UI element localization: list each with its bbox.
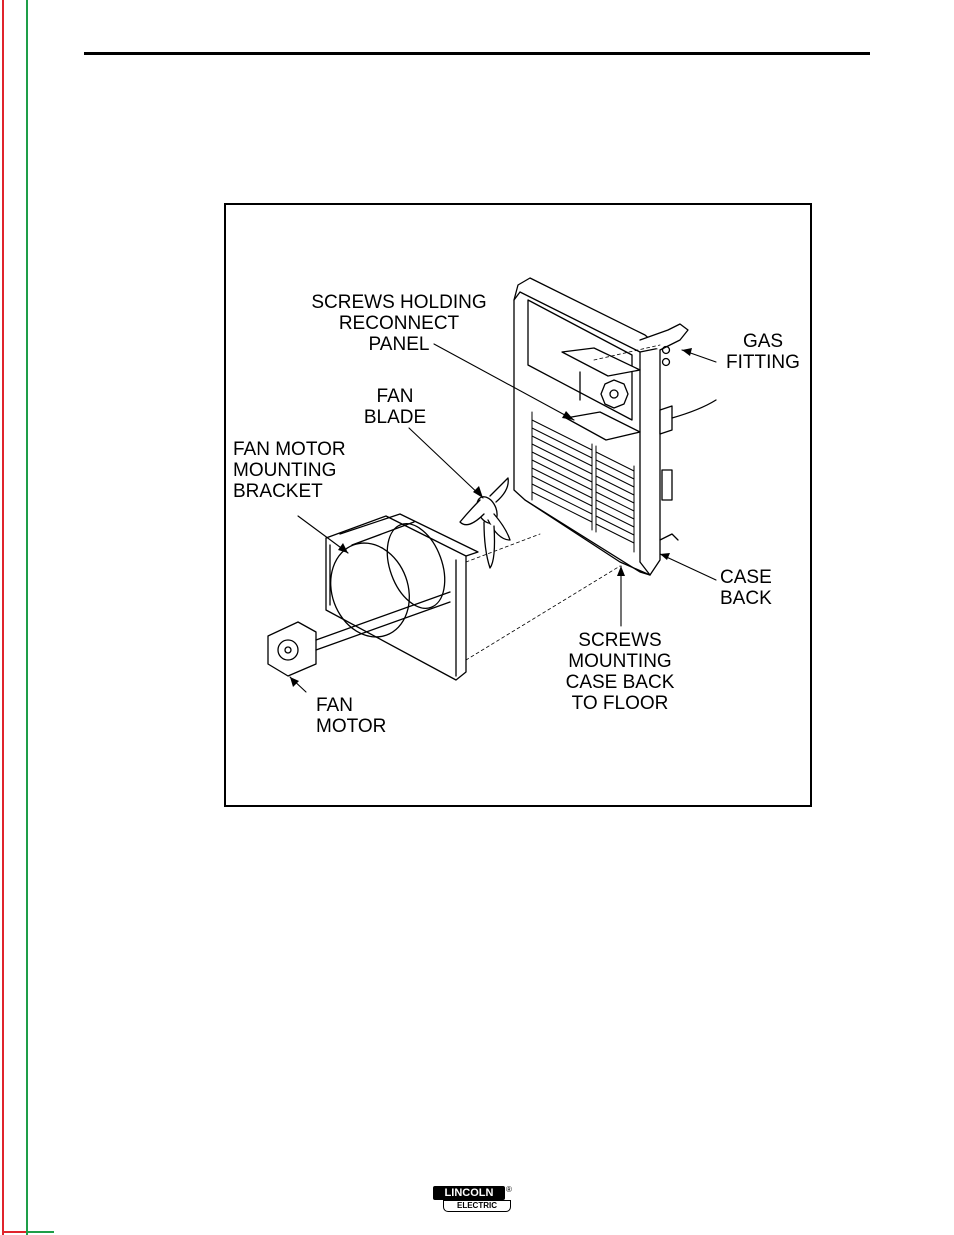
- callout-line: SCREWS HOLDING: [296, 292, 502, 313]
- callout-fan-motor: FAN MOTOR: [316, 695, 406, 737]
- lincoln-electric-logo: LINCOLN ® ELECTRIC: [433, 1186, 513, 1214]
- callout-line: PANEL: [296, 334, 502, 355]
- callout-fan-motor-mounting-bracket: FAN MOTOR MOUNTING BRACKET: [233, 439, 363, 502]
- callout-line: BRACKET: [233, 481, 363, 502]
- callout-case-back: CASE BACK: [720, 567, 800, 609]
- callout-fan-blade: FAN BLADE: [350, 386, 440, 428]
- callout-line: FAN MOTOR: [233, 439, 363, 460]
- callout-line: SCREWS: [552, 630, 688, 651]
- fan-bracket: [318, 514, 478, 680]
- callout-line: BLADE: [350, 407, 440, 428]
- callout-gas-fitting: GAS FITTING: [716, 331, 810, 373]
- logo-bottom-text: ELECTRIC: [443, 1200, 511, 1212]
- logo-top-text: LINCOLN: [433, 1186, 505, 1200]
- callout-line: BACK: [720, 588, 800, 609]
- callout-line: CASE: [720, 567, 800, 588]
- case-back-panel: [514, 278, 660, 575]
- callout-line: GAS: [716, 331, 810, 352]
- callout-screws-mounting-case-back-to-floor: SCREWS MOUNTING CASE BACK TO FLOOR: [552, 630, 688, 714]
- callout-line: MOUNTING: [552, 651, 688, 672]
- callout-screws-holding-reconnect-panel: SCREWS HOLDING RECONNECT PANEL: [296, 292, 502, 355]
- callout-line: FAN: [316, 695, 406, 716]
- callout-line: FITTING: [716, 352, 810, 373]
- callout-line: FAN: [350, 386, 440, 407]
- callout-line: CASE BACK: [552, 672, 688, 693]
- callout-line: RECONNECT: [296, 313, 502, 334]
- logo-registered-mark: ®: [506, 1185, 512, 1194]
- callout-line: MOTOR: [316, 716, 406, 737]
- callout-line: MOUNTING: [233, 460, 363, 481]
- callout-line: TO FLOOR: [552, 693, 688, 714]
